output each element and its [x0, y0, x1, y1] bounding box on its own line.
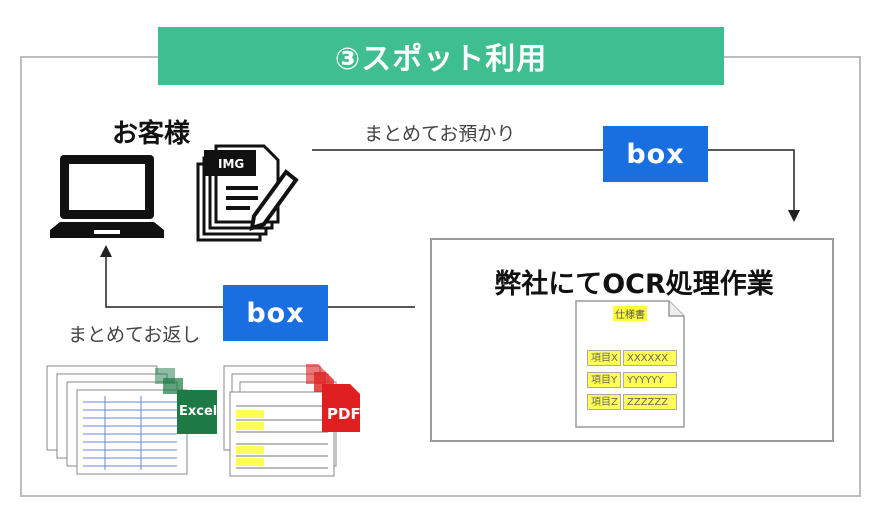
spec-sheet-title: 仕様書: [613, 306, 647, 321]
img-label: IMG: [218, 157, 245, 171]
pdf-label: PDF: [327, 405, 361, 423]
return-caption: まとめてお返し: [68, 324, 201, 346]
spec-row-value: ZZZZZZ: [623, 394, 677, 410]
spec-row-value: YYYYYY: [623, 372, 677, 388]
spec-row-label: 項目X: [587, 350, 621, 366]
spec-row-label: 項目Z: [587, 394, 621, 410]
spec-row-value: XXXXXX: [623, 350, 677, 366]
ocr-process-title: 弊社にてOCR処理作業: [494, 269, 774, 300]
box-logo-deposit: box: [603, 126, 708, 182]
box-logo-return: box: [223, 285, 328, 341]
documents-icon: [196, 144, 299, 242]
title-banner: ③スポット利用: [158, 27, 724, 85]
excel-label: Excel: [179, 404, 218, 419]
pdf-output-documents: [223, 364, 360, 477]
deposit-caption: まとめてお預かり: [364, 123, 516, 145]
customer-label: お客様: [112, 119, 191, 149]
excel-output-documents: [46, 365, 217, 475]
laptop-icon: [50, 155, 164, 238]
spec-table: 項目X XXXXXX 項目Y YYYYYY 項目Z ZZZZZZ: [587, 350, 677, 410]
spec-row-label: 項目Y: [587, 372, 621, 388]
